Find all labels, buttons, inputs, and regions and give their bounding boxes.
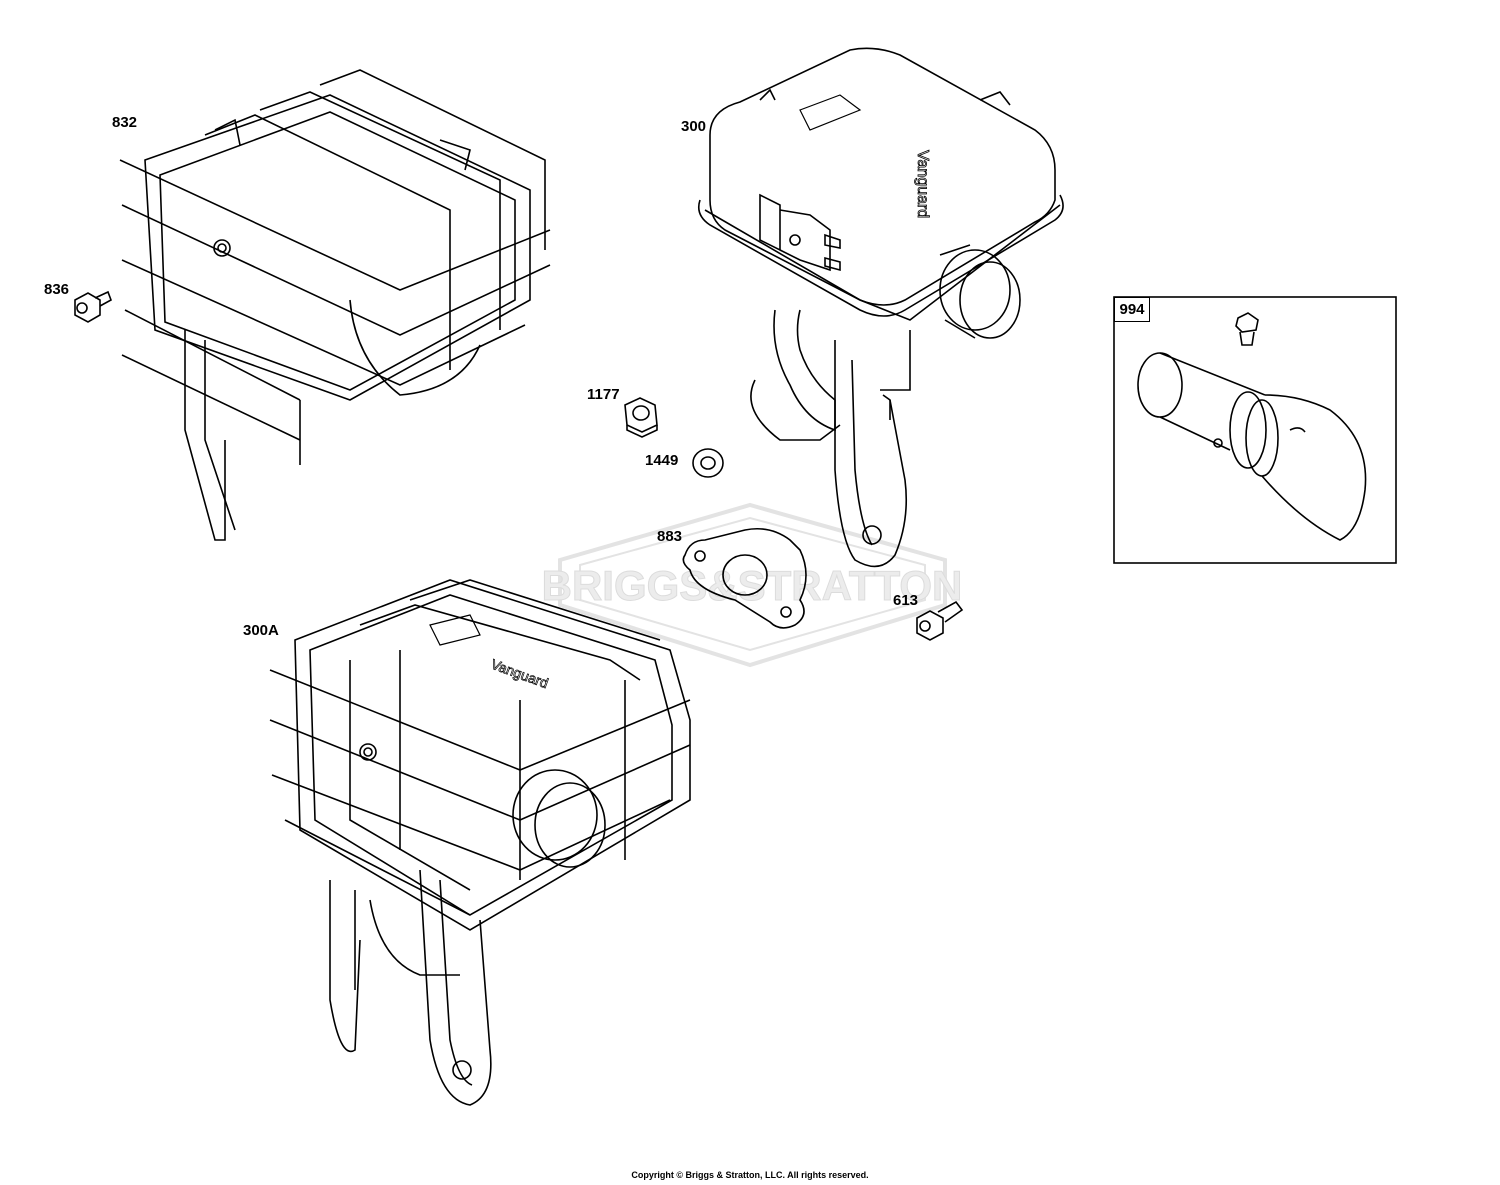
muffler-300: Vanguard	[697, 47, 1064, 568]
callout-832: 832	[112, 114, 138, 131]
briggs-stratton-watermark-logo: BRIGGS&STRATTON	[541, 502, 963, 668]
callout-300a: 300A	[243, 622, 279, 639]
gasket-883	[682, 527, 807, 629]
svg-text:BRIGGS&STRATTON: BRIGGS&STRATTON	[542, 562, 963, 609]
callout-1449: 1449	[645, 452, 679, 469]
svg-text:Vanguard: Vanguard	[914, 150, 931, 218]
inset-994	[1113, 296, 1397, 564]
copyright-footer: Copyright © Briggs & Stratton, LLC. All …	[631, 1170, 869, 1180]
bolt-836	[74, 290, 112, 323]
callout-883: 883	[657, 528, 683, 545]
muffler-with-guard-300a: Vanguard	[269, 579, 691, 1106]
bolt-613	[916, 600, 964, 641]
callout-613: 613	[893, 592, 919, 609]
svg-text:Vanguard: Vanguard	[489, 656, 551, 691]
callout-300: 300	[681, 118, 707, 135]
muffler-guard-832	[119, 69, 551, 541]
callout-994: 994	[1114, 297, 1150, 322]
callout-1177: 1177	[587, 386, 620, 403]
washer-1449	[692, 448, 724, 478]
nut-1177	[624, 397, 658, 438]
callout-836: 836	[44, 281, 70, 298]
